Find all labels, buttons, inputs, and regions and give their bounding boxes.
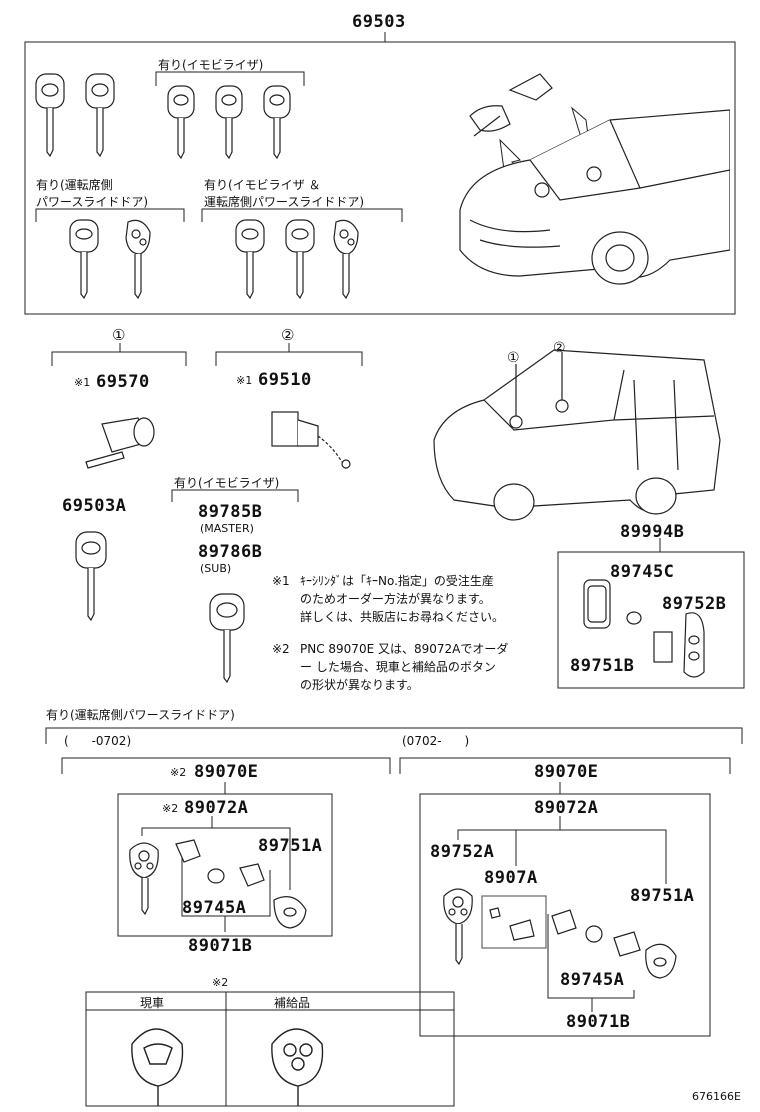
note2-line1: PNC 89070E 又は、89072Aでオーダ bbox=[300, 642, 509, 656]
range-left: ( -0702) bbox=[64, 734, 132, 748]
right-part-p2: 8907A bbox=[484, 868, 538, 888]
box-89994b-p2: 89752B bbox=[662, 594, 727, 614]
key-remote-pair-icon bbox=[69, 219, 151, 300]
label-power-door-l1: 有り(運転席側 bbox=[36, 178, 113, 192]
right-part-p5: 89071B bbox=[566, 1012, 631, 1032]
top-group-frame bbox=[24, 41, 736, 315]
left-remote-parts-icon bbox=[129, 839, 307, 929]
box-89994b-p3: 89751B bbox=[570, 656, 635, 676]
left-assy-mark: ※2 bbox=[170, 766, 187, 779]
compare-mark: ※2 bbox=[212, 976, 229, 989]
group1-marker: ① bbox=[112, 326, 126, 344]
note1-line2: のためオーダー方法が異なります。 bbox=[300, 592, 491, 606]
left-sub-part: 89072A bbox=[184, 798, 249, 818]
right-remote-parts-icon bbox=[443, 888, 677, 979]
right-assy-part: 89070E bbox=[534, 762, 599, 782]
master-part-number: 89785B bbox=[198, 502, 263, 522]
car-marker-2: ② bbox=[553, 340, 566, 356]
note1-mark: ※1 bbox=[272, 574, 290, 588]
note1-line3: 詳しくは、共販店にお尋ねください。 bbox=[300, 610, 505, 624]
key-a-part-number: 69503A bbox=[62, 496, 127, 516]
note2-line3: の形状が異なります。 bbox=[300, 678, 419, 692]
left-assy-part: 89070E bbox=[194, 762, 259, 782]
sub-part-number: 89786B bbox=[198, 542, 263, 562]
left-sub-mark: ※2 bbox=[162, 802, 179, 815]
group2-note-mark: ※1 bbox=[236, 374, 253, 387]
right-part-p3: 89751A bbox=[630, 886, 695, 906]
compare-col-supply: 補給品 bbox=[274, 996, 311, 1010]
sub-label: (SUB) bbox=[200, 562, 232, 575]
vehicle-side-icon bbox=[433, 349, 721, 521]
label-power-door-bottom: 有り(運転席側パワースライドドア) bbox=[46, 708, 235, 722]
right-sub-part: 89072A bbox=[534, 798, 599, 818]
box-89994b-p1: 89745C bbox=[610, 562, 675, 582]
group2-part-number: 69510 bbox=[258, 370, 312, 390]
label-power-door-l2: パワースライドドア) bbox=[36, 195, 149, 209]
group1-part-number: 69570 bbox=[96, 372, 150, 392]
group2-marker: ② bbox=[281, 326, 295, 344]
range-right: (0702- ) bbox=[402, 734, 470, 748]
ignition-switch-icon bbox=[271, 411, 351, 469]
right-part-p1: 89752A bbox=[430, 842, 495, 862]
note2-line2: ー した場合、現車と補給品のボタン bbox=[300, 660, 496, 674]
master-label: (MASTER) bbox=[200, 522, 254, 535]
remote-parts-icon bbox=[583, 579, 705, 678]
label-imm-power-l1: 有り(イモビライザ ＆ bbox=[204, 178, 321, 192]
car-marker-1: ① bbox=[507, 350, 520, 366]
key-pair-plain-icon bbox=[35, 73, 115, 158]
immobilizer-key-icon bbox=[209, 593, 245, 684]
right-part-p4: 89745A bbox=[560, 970, 625, 990]
vehicle-front-icon bbox=[459, 73, 730, 285]
group1-note-mark: ※1 bbox=[74, 376, 91, 389]
key-cylinder-icon bbox=[85, 417, 155, 469]
label-imm-power-l2: 運転席側パワースライドドア) bbox=[204, 195, 365, 209]
note2-mark: ※2 bbox=[272, 642, 290, 656]
box-89994b-title: 89994B bbox=[620, 522, 685, 542]
main-part-number: 69503 bbox=[352, 12, 406, 32]
compare-col-current: 現車 bbox=[140, 996, 165, 1010]
left-part-p3: 89071B bbox=[188, 936, 253, 956]
label-immobilizer-mid: 有り(イモビライザ) bbox=[174, 476, 280, 490]
button-shape-comparison-icon bbox=[131, 1028, 324, 1106]
label-immobilizer-top: 有り(イモビライザ) bbox=[158, 58, 264, 72]
note1-line1: ｷｰｼﾘﾝﾀﾞは「ｷｰNo.指定」の受注生産 bbox=[300, 574, 494, 588]
left-part-p1: 89751A bbox=[258, 836, 323, 856]
left-part-p2: 89745A bbox=[182, 898, 247, 918]
figure-id: 676166E bbox=[692, 1090, 741, 1103]
key-a-icon bbox=[75, 531, 107, 622]
key-remote-trio-icon bbox=[235, 219, 359, 300]
key-trio-immobilizer-icon bbox=[167, 85, 291, 160]
